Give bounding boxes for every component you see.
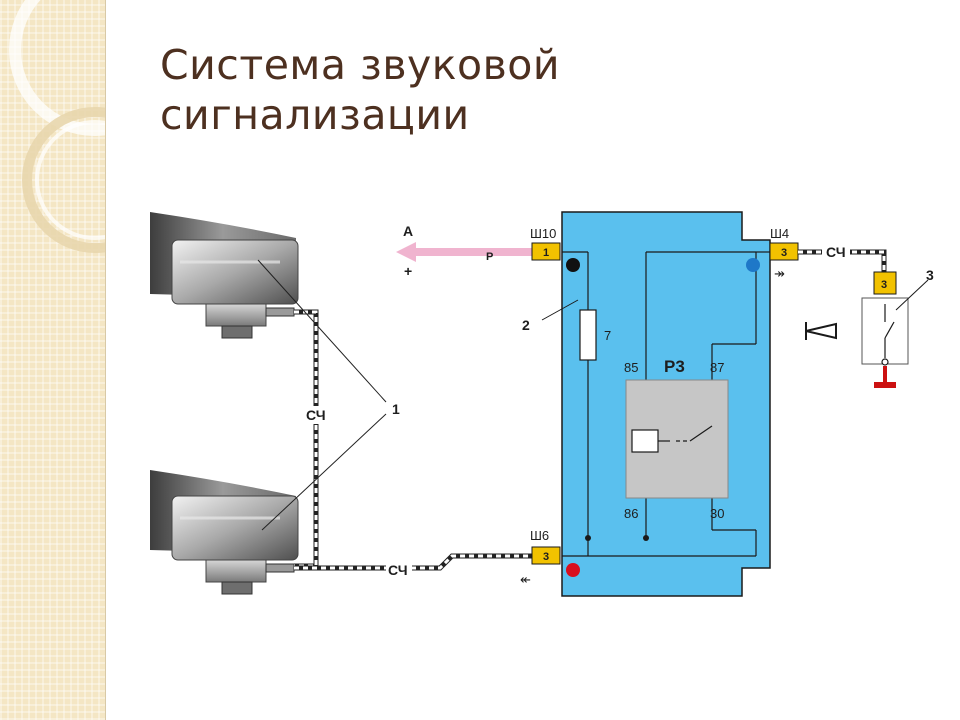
connector-bottom: 3 Ш6 ↞	[520, 528, 561, 587]
callout-relay-block: 2	[522, 317, 530, 333]
wire-label-top-run: СЧ	[826, 244, 846, 260]
wire-label-bg	[822, 244, 850, 260]
arrow-shape	[396, 242, 532, 262]
connector-bottom-symbol: ↞	[520, 572, 531, 587]
relay-internals	[631, 425, 713, 453]
connector-top-left-pin-label: 1	[543, 247, 549, 259]
horn-switch: 3	[861, 271, 909, 388]
ground-bar	[874, 382, 896, 388]
horn-symbol-icon	[805, 322, 837, 340]
relay-terminal-87: 87	[710, 360, 724, 375]
relay-name: Р3	[664, 357, 685, 376]
connector-top-right-symbol: ↠	[774, 266, 785, 281]
arrow-letter: A	[403, 223, 413, 239]
junction-dot	[585, 535, 591, 541]
connector-top-right-pin-label: 3	[781, 247, 787, 259]
indicator-dot-red	[566, 563, 580, 577]
connector-top-left-pin	[531, 242, 561, 261]
indicator-dot-black	[566, 258, 580, 272]
slide-title: Система звуковой сигнализации	[160, 40, 560, 140]
relay-terminal-86: 86	[624, 506, 638, 521]
horn-bottom	[150, 470, 299, 595]
connector-bottom-pin-label: 3	[543, 551, 549, 563]
horn-top	[150, 212, 299, 339]
title-line-1: Система звуковой	[160, 41, 560, 89]
connector-top-left-name: Ш10	[530, 226, 556, 241]
connector-top-left: 1 Ш10	[530, 226, 561, 261]
connector-bottom-pin	[531, 546, 561, 565]
arrow-wire-color: Р	[486, 251, 493, 263]
arrow-supply	[396, 242, 532, 262]
connector-top-right-name: Ш4	[770, 226, 789, 241]
arrow-polarity: +	[404, 263, 412, 279]
wire-bottom-run	[294, 553, 532, 571]
callout-1-leaders	[257, 259, 387, 531]
wire-label-horn-link: СЧ	[306, 407, 326, 423]
junction-dot	[643, 535, 649, 541]
switch-connector-pin	[873, 271, 897, 295]
fuse-label: 7	[604, 328, 611, 343]
relay-terminal-30: 30	[710, 506, 724, 521]
fuse-element	[579, 309, 597, 361]
decorative-rings	[9, 0, 105, 253]
wire-label-bg	[386, 562, 412, 576]
relay-terminal-85: 85	[624, 360, 638, 375]
switch-connector-pin-label: 3	[881, 279, 887, 291]
decorative-side-strip	[0, 0, 106, 720]
callout-horns: 1	[392, 401, 400, 417]
connector-top-right: 3 Ш4 ↠	[769, 226, 799, 281]
wire-label-bg	[304, 406, 330, 424]
connector-bottom-name: Ш6	[530, 528, 549, 543]
callout-horn-switch: 3	[926, 267, 934, 283]
wire-label-bottom-run: СЧ	[388, 562, 408, 578]
callout-3-leader	[895, 279, 929, 311]
callout-2-leader	[541, 299, 579, 321]
title-line-2: сигнализации	[160, 91, 470, 139]
indicator-dot-blue	[746, 258, 760, 272]
